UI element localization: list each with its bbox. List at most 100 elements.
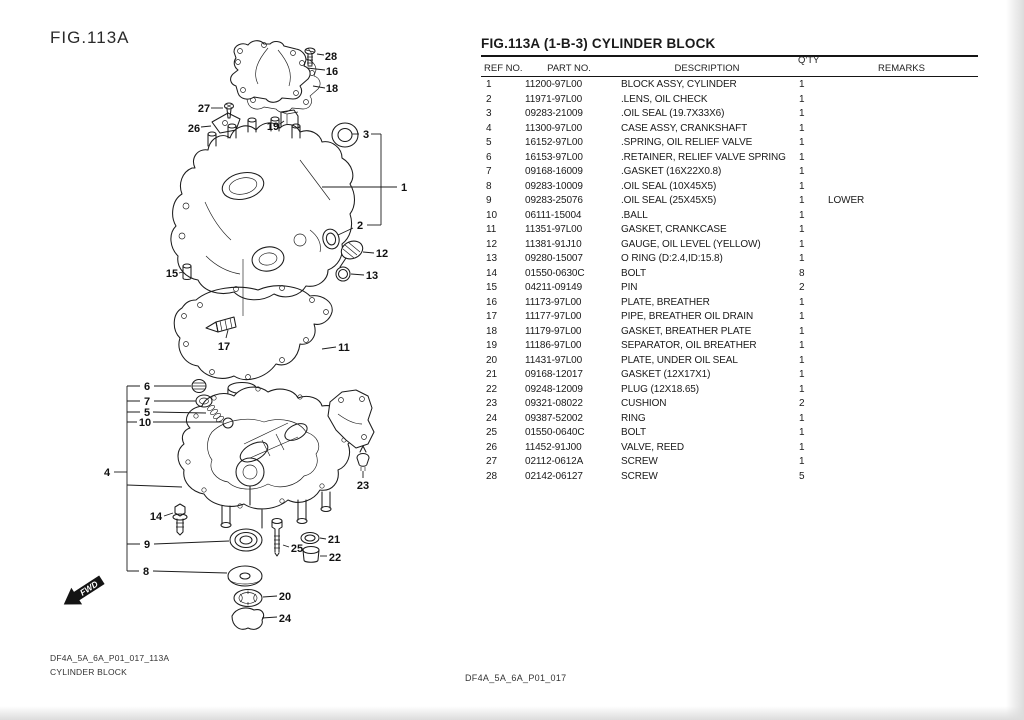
description-cell: PLATE, UNDER OIL SEAL bbox=[621, 354, 738, 366]
remarks-cell bbox=[825, 238, 978, 253]
description-cell: BLOCK ASSY, CYLINDER bbox=[621, 79, 737, 90]
remarks-cell bbox=[825, 397, 978, 412]
description-cell: SCREW bbox=[621, 470, 658, 482]
part-no-cell: 11300-97L00 bbox=[525, 122, 583, 134]
callout-number-24: 24 bbox=[279, 613, 292, 625]
oil-seal-2-art bbox=[322, 228, 340, 250]
scan-edge-right bbox=[1006, 0, 1024, 720]
callout-leader-18 bbox=[312, 85, 326, 89]
callout-number-8: 8 bbox=[143, 566, 149, 578]
part-no-cell: 11200-97L00 bbox=[525, 79, 583, 90]
part-no-cell: 09321-08022 bbox=[525, 398, 583, 409]
oil-gauge-art bbox=[335, 240, 364, 282]
crankcase-gasket-art bbox=[173, 285, 333, 380]
header-qty: Q'TY bbox=[798, 55, 820, 66]
callout-leader-13 bbox=[350, 273, 365, 276]
ref-no-cell: 17 bbox=[486, 311, 497, 322]
qty-cell: 1 bbox=[799, 224, 805, 235]
part-no-cell: 09283-25076 bbox=[525, 195, 583, 206]
remarks-cell bbox=[825, 209, 978, 224]
ref-no-cell: 15 bbox=[486, 282, 497, 293]
callout-leader-12 bbox=[362, 251, 375, 254]
part-no-cell: 09168-12017 bbox=[525, 369, 583, 380]
part-no-cell: 09283-21009 bbox=[525, 108, 583, 119]
part-no-cell: 11179-97L00 bbox=[525, 325, 582, 337]
ref-no-cell: 18 bbox=[486, 325, 497, 337]
qty-cell: 2 bbox=[799, 398, 805, 409]
remarks-cell bbox=[825, 136, 978, 151]
cushion-art bbox=[356, 445, 370, 471]
callout-number-7: 7 bbox=[144, 396, 150, 408]
remarks-cell bbox=[825, 267, 978, 282]
callout-leader-25 bbox=[282, 544, 290, 548]
callout-leader-5 bbox=[152, 411, 207, 414]
ref-no-cell: 25 bbox=[486, 427, 497, 438]
callout-leader-28 bbox=[316, 53, 325, 56]
callout-number-20: 20 bbox=[279, 591, 291, 603]
qty-cell: 1 bbox=[799, 108, 805, 119]
footer-doc-code: DF4A_5A_6A_P01_017_113A bbox=[50, 653, 170, 663]
part-no-cell: 11351-97L00 bbox=[525, 224, 583, 235]
table-title: FIG.113A (1-B-3) CYLINDER BLOCK bbox=[481, 36, 716, 51]
part-no-cell: 11177-97L00 bbox=[525, 311, 582, 322]
description-cell: .GASKET (16X22X0.8) bbox=[621, 166, 722, 177]
part-no-cell: 16153-97L00 bbox=[525, 151, 583, 163]
callout-number-4: 4 bbox=[104, 467, 111, 479]
part-no-cell: 02112-0612A bbox=[525, 456, 584, 467]
qty-cell: 1 bbox=[799, 166, 805, 177]
table-header: REF NO. PART NO. DESCRIPTION Q'TY REMARK… bbox=[481, 55, 978, 76]
qty-cell: 1 bbox=[799, 369, 805, 380]
header-rule bbox=[481, 76, 978, 77]
part-no-cell: 01550-0640C bbox=[525, 427, 585, 438]
ref-no-cell: 9 bbox=[486, 195, 492, 206]
callout-number-19: 19 bbox=[267, 121, 279, 133]
ref-no-cell: 5 bbox=[486, 137, 492, 148]
callout-number-1: 1 bbox=[401, 182, 407, 194]
remarks-cell bbox=[825, 325, 978, 340]
callout-number-6: 6 bbox=[144, 381, 150, 393]
screw-28-art bbox=[304, 47, 316, 67]
callout-number-21: 21 bbox=[328, 534, 340, 546]
callout-number-28: 28 bbox=[325, 51, 337, 63]
description-cell: GASKET, BREATHER PLATE bbox=[621, 325, 752, 337]
remarks-cell bbox=[825, 426, 978, 441]
qty-cell: 1 bbox=[799, 93, 805, 105]
callout-number-27: 27 bbox=[198, 103, 210, 115]
remarks-cell bbox=[825, 368, 978, 383]
callout-leader-8 bbox=[152, 570, 228, 574]
callout-number-2: 2 bbox=[357, 220, 363, 232]
description-cell: BOLT bbox=[621, 427, 646, 438]
scan-edge-bottom bbox=[0, 706, 1024, 720]
part-no-cell: 09168-16009 bbox=[525, 166, 583, 177]
callout-number-26: 26 bbox=[188, 123, 200, 135]
cylinder-block-art bbox=[170, 116, 356, 316]
part-no-cell: 09283-10009 bbox=[525, 180, 583, 192]
ref-no-cell: 13 bbox=[486, 253, 497, 264]
remarks-cell bbox=[825, 107, 978, 122]
ref-no-cell: 6 bbox=[486, 151, 492, 163]
bolt-14-art bbox=[172, 503, 188, 536]
part-no-cell: 16152-97L00 bbox=[525, 137, 583, 148]
parts-table: FIG.113A (1-B-3) CYLINDER BLOCK REF NO. … bbox=[481, 36, 978, 484]
oil-seal-9-art bbox=[229, 528, 263, 552]
ref-no-cell: 21 bbox=[486, 369, 497, 380]
callout-leader-9 bbox=[153, 540, 230, 545]
ref-no-cell: 10 bbox=[486, 209, 497, 221]
description-cell: .BALL bbox=[621, 209, 648, 221]
callout-brackets bbox=[126, 133, 397, 572]
description-cell: RING bbox=[621, 412, 646, 424]
part-no-cell: 11431-97L00 bbox=[525, 354, 583, 366]
gasket-24-art bbox=[231, 607, 265, 630]
